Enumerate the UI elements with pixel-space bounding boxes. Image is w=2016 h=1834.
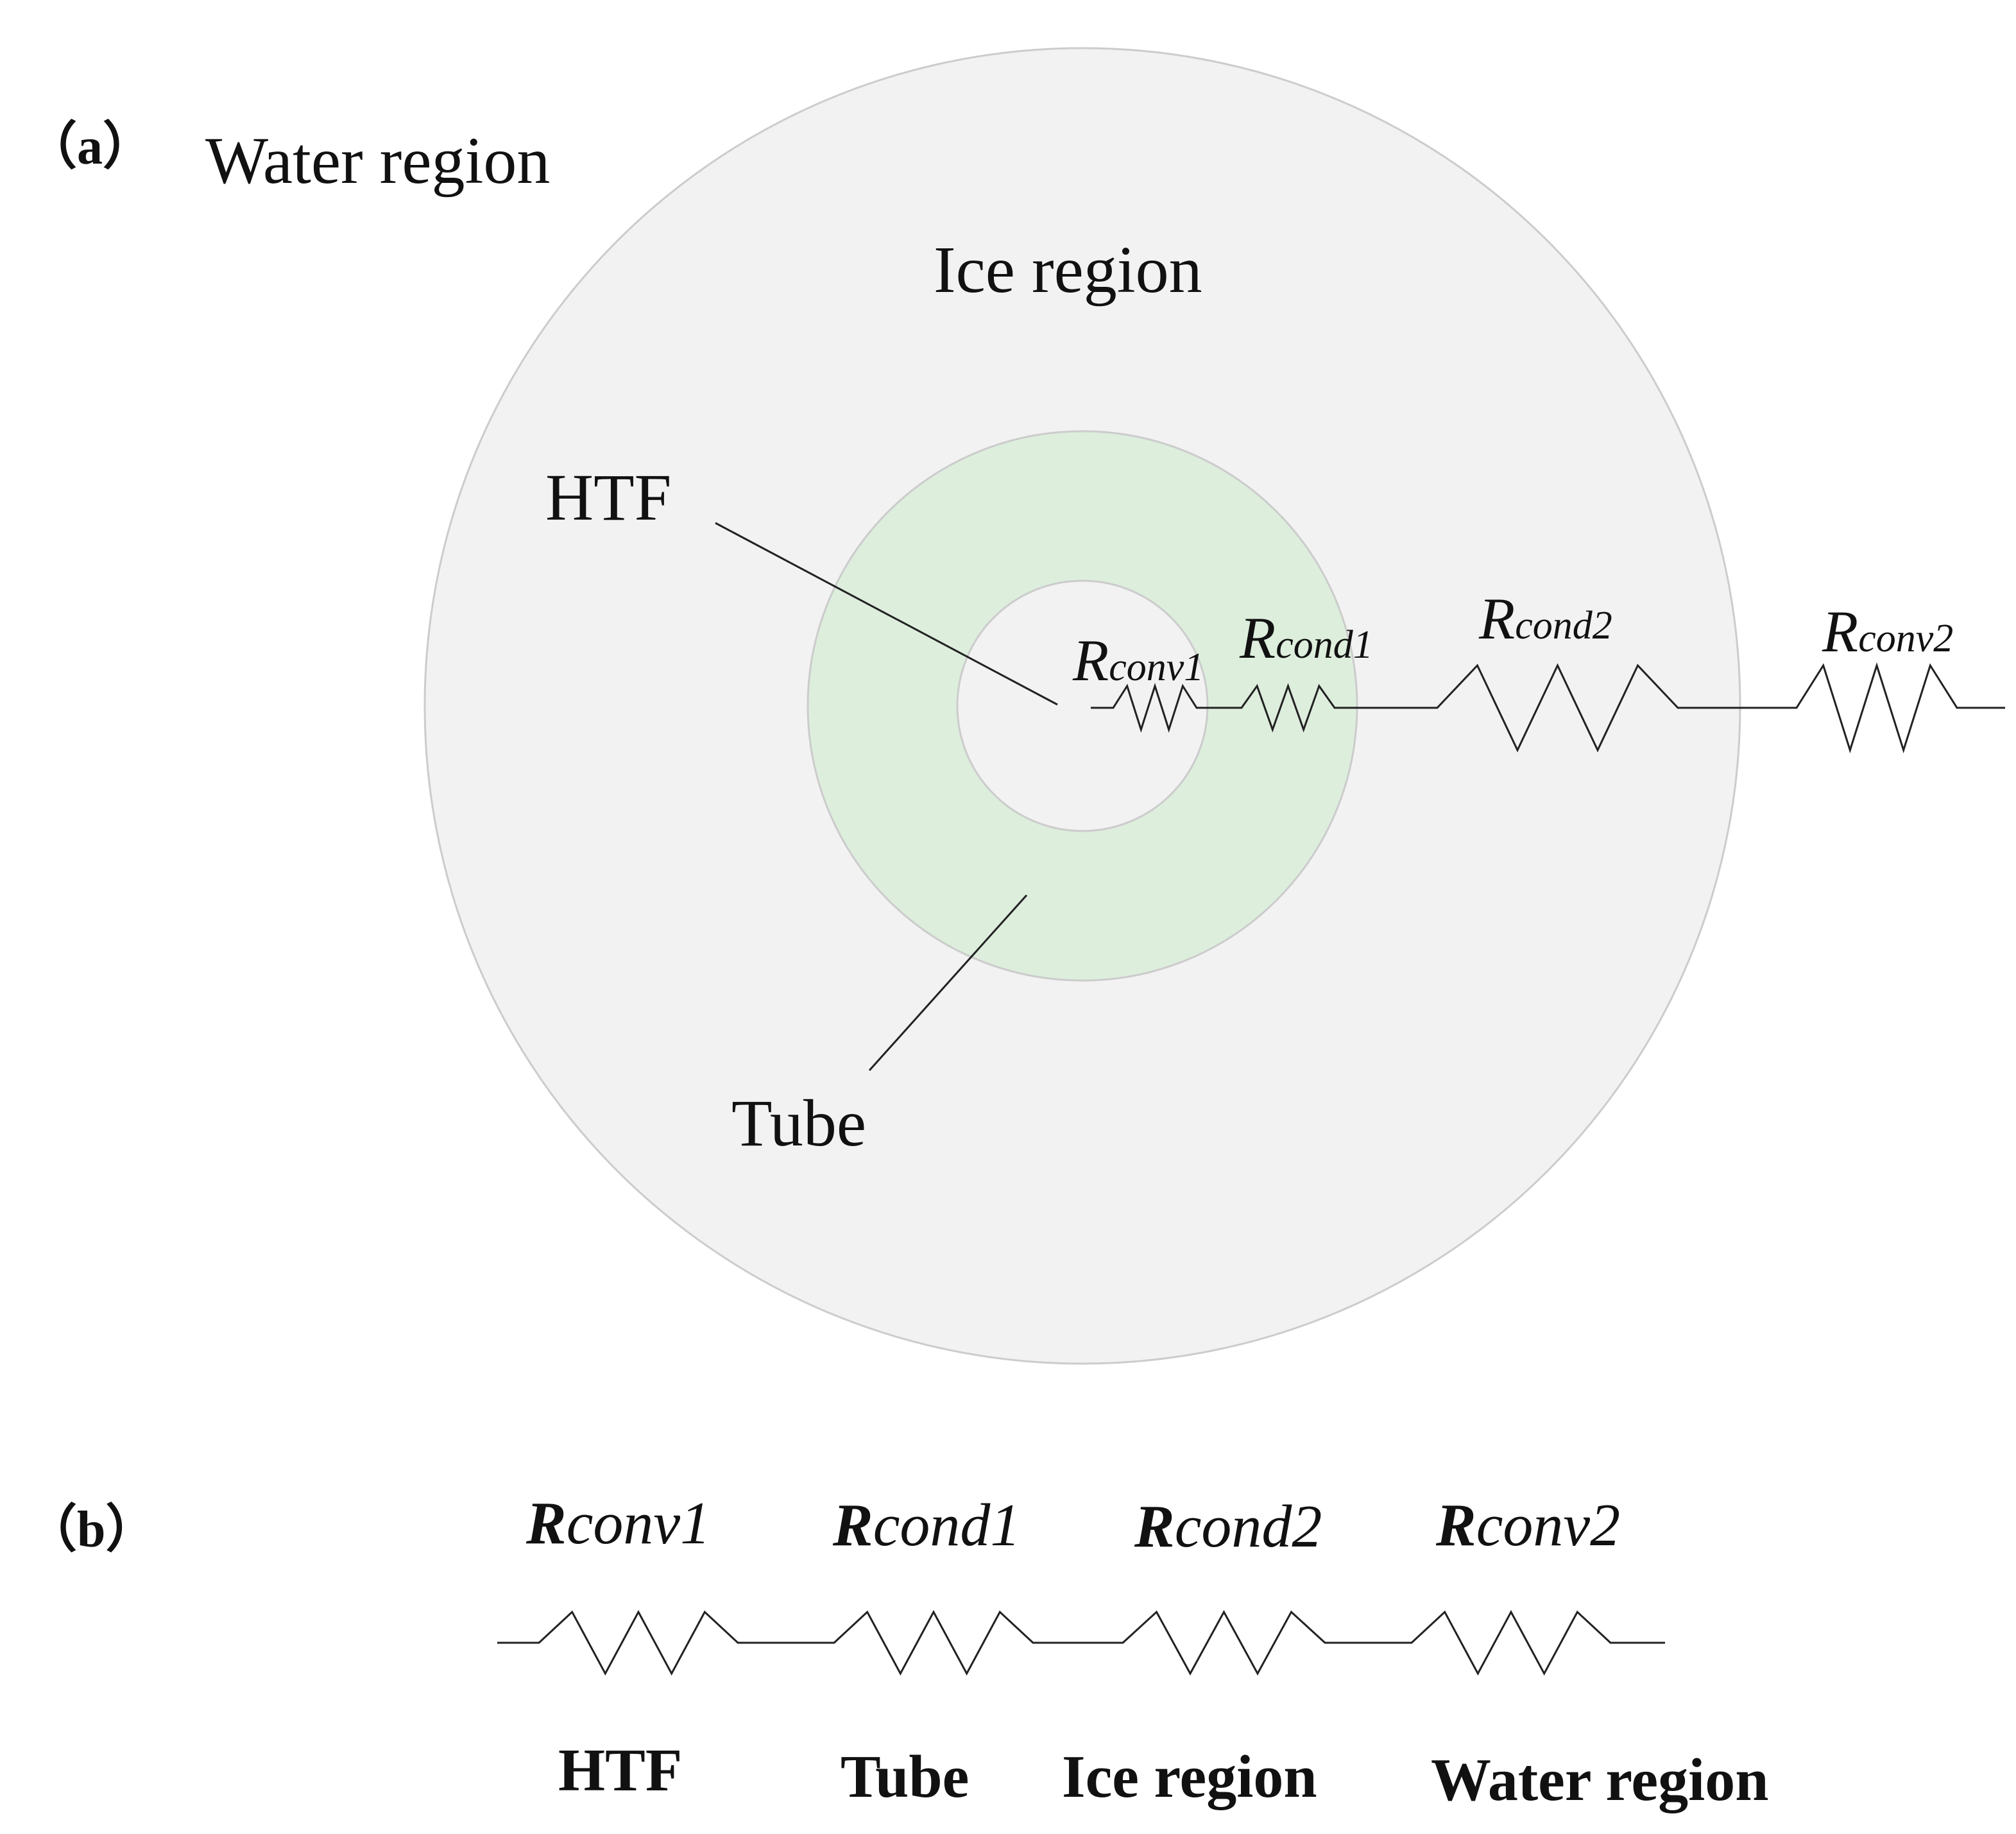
region-label-htf: HTF [558,1737,682,1804]
resistor-label-b-cond1: Rcond1 [832,1492,1020,1559]
r-symbol: R [1478,586,1515,651]
water-region-label: Water region [205,124,550,198]
resistor-label-b-conv1: Rconv1 [525,1490,710,1557]
tube-leader-line [868,894,1028,1072]
resistor-label-a-conv1: Rconv1 [1072,628,1204,693]
resistor-chain-a [1091,662,2005,753]
htf-label: HTF [545,461,671,535]
htf-core [956,579,1209,832]
resistor-label-a-cond2: Rcond2 [1478,586,1612,651]
panel-b-tag: （b） [26,1502,157,1558]
r-name: conv1 [567,1490,710,1557]
region-label-tube: Tube [841,1744,969,1810]
panel-a-tag: （a） [26,119,154,175]
r-name: conv2 [1476,1492,1620,1559]
r-name: cond1 [873,1492,1021,1559]
r-symbol: R [832,1492,873,1559]
r-symbol: R [1239,605,1276,671]
svg-text:Rconv1: Rconv1 [1072,628,1204,693]
r-symbol: R [1134,1493,1175,1560]
resistor-label-b-cond2: Rcond2 [1134,1493,1322,1560]
svg-text:Rcond2: Rcond2 [1478,586,1612,651]
r-subscript: cond1 [1276,623,1373,667]
svg-text:Rcond1: Rcond1 [1239,605,1373,671]
panel-a: （a） Water region Ice region HTF Tube Rco… [26,47,2005,1365]
region-label-water: Water region [1431,1747,1769,1813]
r-subscript: conv2 [1858,617,1953,660]
r-name: cond2 [1175,1493,1322,1560]
r-symbol: R [1072,628,1109,693]
r-subscript: conv1 [1109,646,1204,689]
r-symbol: R [525,1490,567,1557]
r-symbol: R [1435,1492,1476,1559]
svg-text:Rcond1: Rcond1 [832,1492,1020,1559]
svg-text:Rconv2: Rconv2 [1822,599,1953,664]
region-label-ice: Ice region [1062,1744,1317,1810]
resistor-label-a-conv2: Rconv2 [1822,599,1953,664]
htf-leader-line [715,522,1058,706]
r-subscript: cond2 [1515,604,1612,647]
svg-text:Rconv1: Rconv1 [525,1490,710,1557]
resistor-label-b-conv2: Rconv2 [1435,1492,1620,1559]
svg-text:Rcond2: Rcond2 [1134,1493,1322,1560]
resistor-label-a-cond1: Rcond1 [1239,605,1373,671]
panel-b: （b） Rconv1 Rcond1 Rcond2 Rconv2 HTF Tube… [26,1490,1769,1813]
tube-label: Tube [731,1086,866,1160]
r-symbol: R [1822,599,1858,664]
svg-text:Rconv2: Rconv2 [1435,1492,1620,1559]
resistor-chain-b [497,1609,1665,1676]
ice-region-label: Ice region [934,233,1202,307]
